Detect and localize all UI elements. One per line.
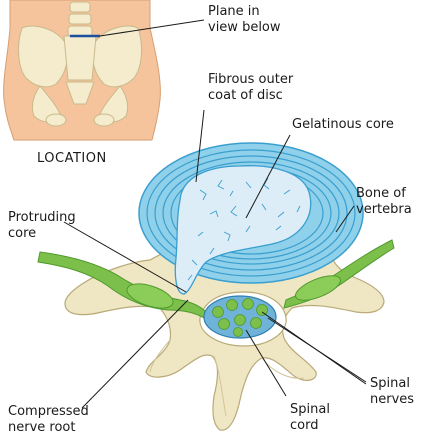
label-line: Spinal [290, 402, 330, 418]
location-title: LOCATION [37, 151, 107, 166]
label-line: Compressed [8, 404, 89, 420]
label-line: nerve root [8, 420, 89, 436]
lumbar-vertebrae [68, 2, 92, 36]
label-line: cord [290, 418, 330, 434]
label-line: Bone of [356, 186, 412, 202]
label-line: Protruding [8, 210, 76, 226]
label-fibrous-coat: Fibrous outer coat of disc [208, 72, 293, 104]
label-line: view below [208, 20, 281, 36]
label-line: coat of disc [208, 88, 293, 104]
label-line: Spinal [370, 376, 414, 392]
label-line: core [8, 226, 76, 242]
location-thumbnail [4, 0, 161, 140]
label-compressed-nerve-root: Compressed nerve root [8, 404, 89, 436]
label-gelatinous-core: Gelatinous core [292, 117, 394, 133]
label-line: Plane in [208, 4, 281, 20]
label-line: nerves [370, 392, 414, 408]
label-bone-of-vertebra: Bone of vertebra [356, 186, 412, 218]
spinal-cord [204, 296, 276, 338]
label-line: vertebra [356, 202, 412, 218]
label-line: Fibrous outer [208, 72, 293, 88]
label-plane-in-view: Plane in view below [208, 4, 281, 36]
label-spinal-cord: Spinal cord [290, 402, 330, 434]
label-protruding-core: Protruding core [8, 210, 76, 242]
label-line: Gelatinous core [292, 117, 394, 133]
label-spinal-nerves: Spinal nerves [370, 376, 414, 408]
